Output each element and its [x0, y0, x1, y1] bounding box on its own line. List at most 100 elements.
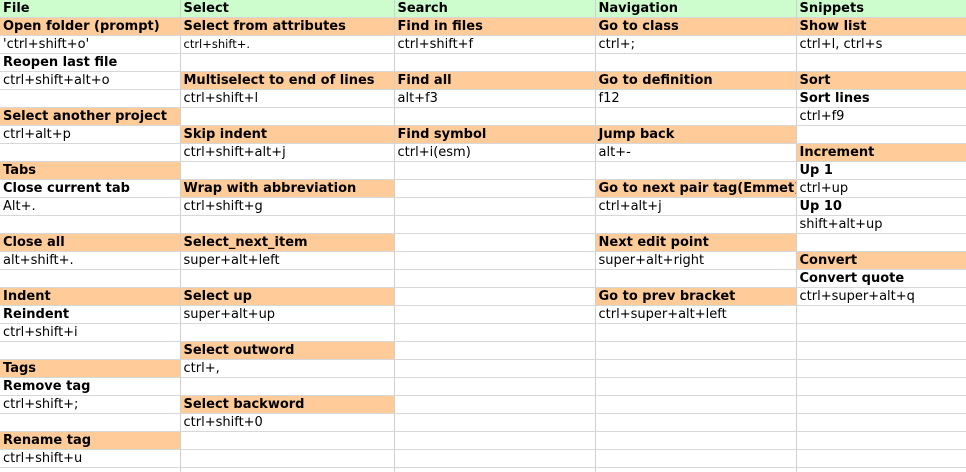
- cell[interactable]: Find all: [394, 71, 596, 90]
- cell[interactable]: alt+shift+.: [0, 251, 181, 270]
- cell[interactable]: Select from attributes: [180, 17, 395, 36]
- cell[interactable]: [0, 143, 181, 162]
- column-header-file[interactable]: File: [0, 0, 181, 18]
- cell[interactable]: [394, 233, 596, 252]
- cell[interactable]: [394, 467, 596, 472]
- cell[interactable]: [0, 89, 181, 108]
- cell[interactable]: [394, 377, 596, 396]
- cell[interactable]: [796, 125, 966, 144]
- cell[interactable]: [180, 269, 395, 288]
- cell[interactable]: Open folder (prompt): [0, 17, 181, 36]
- cell[interactable]: [0, 467, 181, 472]
- cell[interactable]: [796, 449, 966, 468]
- column-header-search[interactable]: Search: [394, 0, 596, 18]
- cell[interactable]: ctrl+shift+;: [0, 395, 181, 414]
- cell[interactable]: Find in files: [394, 17, 596, 36]
- cell[interactable]: Close all: [0, 233, 181, 252]
- cell[interactable]: [595, 359, 797, 378]
- cell[interactable]: Alt+.: [0, 197, 181, 216]
- cell[interactable]: ctrl+f9: [796, 107, 966, 126]
- cell[interactable]: [394, 413, 596, 432]
- cell[interactable]: [394, 341, 596, 360]
- cell[interactable]: [796, 413, 966, 432]
- cell[interactable]: Go to definition: [595, 71, 797, 90]
- cell[interactable]: [796, 395, 966, 414]
- cell[interactable]: Reopen last file: [0, 53, 181, 72]
- cell[interactable]: Select backword: [180, 395, 395, 414]
- cell[interactable]: ctrl+shift+g: [180, 197, 395, 216]
- cell[interactable]: ctrl+shift+u: [0, 449, 181, 468]
- cell[interactable]: [796, 467, 966, 472]
- cell[interactable]: Find symbol: [394, 125, 596, 144]
- cell[interactable]: Tabs: [0, 161, 181, 180]
- cell[interactable]: super+alt+up: [180, 305, 395, 324]
- cell[interactable]: [595, 431, 797, 450]
- cell[interactable]: Increment: [796, 143, 966, 162]
- cell[interactable]: Multiselect to end of lines: [180, 71, 395, 90]
- cell[interactable]: [180, 107, 395, 126]
- cell[interactable]: [796, 53, 966, 72]
- cell[interactable]: [394, 287, 596, 306]
- cell[interactable]: [595, 395, 797, 414]
- cell[interactable]: [595, 53, 797, 72]
- cell[interactable]: [180, 449, 395, 468]
- cell[interactable]: [595, 341, 797, 360]
- cell[interactable]: Up 1: [796, 161, 966, 180]
- cell[interactable]: [0, 413, 181, 432]
- cell[interactable]: [394, 53, 596, 72]
- cell[interactable]: [394, 323, 596, 342]
- cell[interactable]: ctrl+super+alt+left: [595, 305, 797, 324]
- cell[interactable]: [796, 305, 966, 324]
- cell[interactable]: Sort: [796, 71, 966, 90]
- cell[interactable]: f12: [595, 89, 797, 108]
- cell[interactable]: Up 10: [796, 197, 966, 216]
- cell[interactable]: ctrl+shift+alt+o: [0, 71, 181, 90]
- cell[interactable]: [394, 215, 596, 234]
- cell[interactable]: ctrl+shift+alt+j: [180, 143, 395, 162]
- cell[interactable]: Go to class: [595, 17, 797, 36]
- cell[interactable]: [595, 323, 797, 342]
- cell[interactable]: [394, 305, 596, 324]
- cell[interactable]: ctrl+shift+l: [180, 89, 395, 108]
- cell[interactable]: ctrl+super+alt+q: [796, 287, 966, 306]
- column-header-snippets[interactable]: Snippets: [796, 0, 966, 18]
- cell[interactable]: [394, 179, 596, 198]
- cell[interactable]: ctrl+shift+0: [180, 413, 395, 432]
- cell[interactable]: [180, 467, 395, 472]
- cell[interactable]: Skip indent: [180, 125, 395, 144]
- cell[interactable]: [595, 269, 797, 288]
- cell[interactable]: [0, 341, 181, 360]
- cell[interactable]: [595, 215, 797, 234]
- cell[interactable]: [796, 377, 966, 396]
- cell[interactable]: [180, 377, 395, 396]
- cell[interactable]: super+alt+right: [595, 251, 797, 270]
- cell[interactable]: [0, 269, 181, 288]
- cell[interactable]: Convert: [796, 251, 966, 270]
- cell[interactable]: 'ctrl+shift+o': [0, 35, 181, 54]
- cell[interactable]: [595, 413, 797, 432]
- cell[interactable]: Select outword: [180, 341, 395, 360]
- cell[interactable]: [394, 395, 596, 414]
- cell[interactable]: shift+alt+up: [796, 215, 966, 234]
- cell[interactable]: Convert quote: [796, 269, 966, 288]
- cell[interactable]: ctrl+,: [180, 359, 395, 378]
- cell[interactable]: Show list: [796, 17, 966, 36]
- cell[interactable]: [394, 251, 596, 270]
- cell[interactable]: [394, 197, 596, 216]
- cell[interactable]: ctrl+;: [595, 35, 797, 54]
- cell[interactable]: [180, 323, 395, 342]
- cell[interactable]: [180, 161, 395, 180]
- cell[interactable]: Indent: [0, 287, 181, 306]
- cell[interactable]: [595, 449, 797, 468]
- cell[interactable]: ctrl+shift+.: [180, 35, 395, 54]
- column-header-select[interactable]: Select: [180, 0, 395, 18]
- cell[interactable]: [595, 467, 797, 472]
- cell[interactable]: ctrl+alt+p: [0, 125, 181, 144]
- cell[interactable]: ctrl+shift+f: [394, 35, 596, 54]
- cell[interactable]: [595, 161, 797, 180]
- cell[interactable]: [394, 107, 596, 126]
- cell[interactable]: ctrl+l, ctrl+s: [796, 35, 966, 54]
- cell[interactable]: super+alt+left: [180, 251, 395, 270]
- cell[interactable]: alt+-: [595, 143, 797, 162]
- cell[interactable]: Sort lines: [796, 89, 966, 108]
